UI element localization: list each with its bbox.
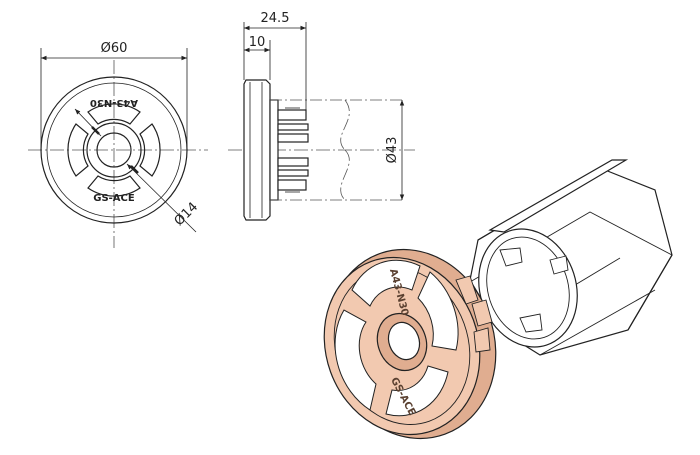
flange-side-profile	[243, 79, 271, 221]
tube-phantom	[270, 99, 402, 201]
iso-tube	[469, 159, 673, 356]
iso-end-cap	[323, 248, 497, 440]
front-marking-top: A43-N30	[90, 97, 138, 108]
dim-diameter-60	[40, 48, 188, 150]
hub-side	[269, 99, 279, 201]
dim-length	[243, 22, 307, 110]
dim-label-overall-length: 24.5	[261, 11, 290, 26]
clip-fingers	[277, 107, 309, 193]
iso-view	[323, 159, 673, 440]
dim-label-hole-14: Ø14	[172, 200, 202, 230]
front-marking-bottom: GS-ACE	[93, 193, 135, 204]
dim-label-tube-diameter: Ø43	[385, 137, 400, 164]
dim-hole-14	[74, 108, 197, 233]
side-view	[228, 79, 415, 221]
flange-inner-rim	[46, 82, 182, 218]
dim-label-flange-length: 10	[249, 35, 266, 50]
dim-label-diameter-60: Ø60	[101, 41, 128, 56]
bore-circle	[96, 132, 132, 168]
quadrant-windows	[67, 103, 161, 197]
hub-circle	[86, 122, 142, 178]
